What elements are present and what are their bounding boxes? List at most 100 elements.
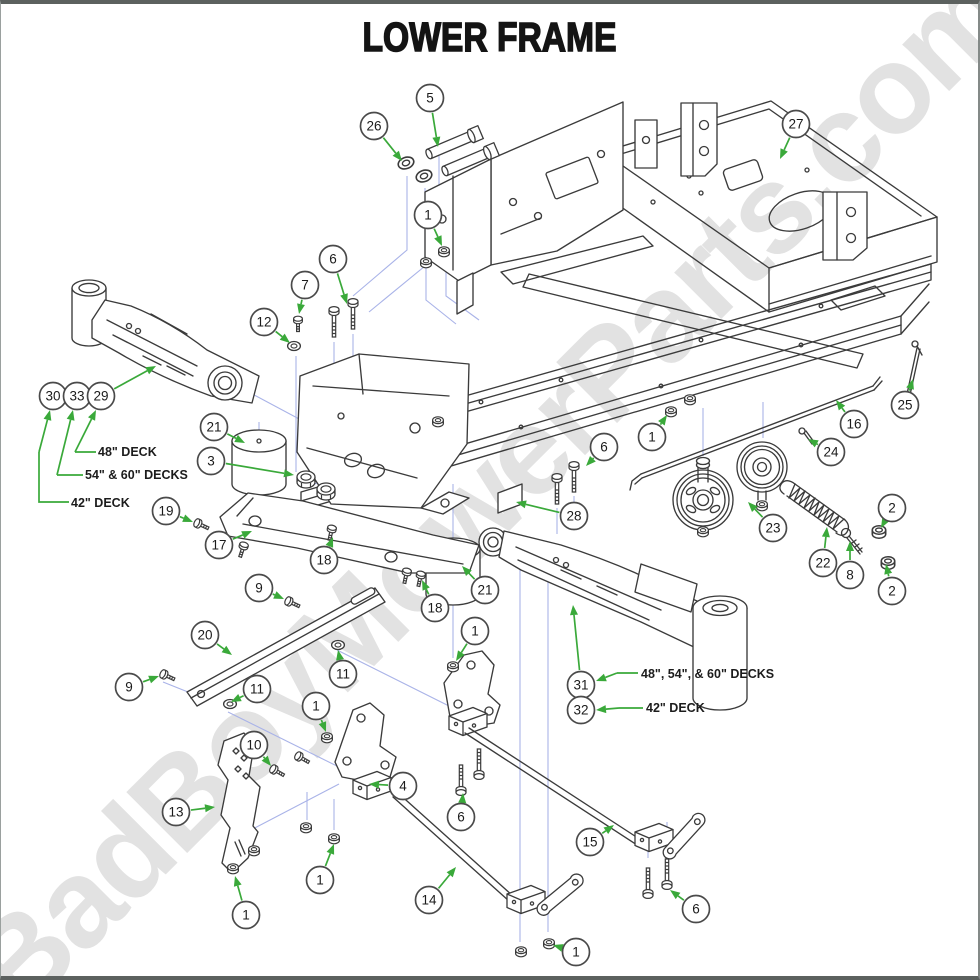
callout-32: 32 xyxy=(566,695,596,725)
callout-1: 1 xyxy=(460,616,490,646)
callout-number: 12 xyxy=(256,315,271,330)
callout-24: 24 xyxy=(816,437,846,467)
bolt-6 xyxy=(347,298,359,330)
deck-label-text: 42" DECK xyxy=(71,496,130,510)
callout-number: 6 xyxy=(600,440,608,455)
callout-number: 6 xyxy=(457,810,465,825)
callout-number: 8 xyxy=(846,568,854,583)
bolt-6 xyxy=(551,473,563,505)
callout-number: 23 xyxy=(765,521,780,536)
callout-number: 3 xyxy=(207,454,215,469)
callout-1: 1 xyxy=(231,900,261,930)
bolt-6 xyxy=(661,858,673,891)
callout-22: 22 xyxy=(808,548,838,578)
callout-20: 20 xyxy=(190,620,220,650)
callout-number: 9 xyxy=(255,581,263,596)
callout-balloon xyxy=(470,575,500,605)
callout-balloon xyxy=(835,560,865,590)
callout-balloon xyxy=(877,493,907,523)
callout-11: 11 xyxy=(328,659,358,689)
callout-balloon xyxy=(305,865,335,895)
callout-balloon xyxy=(239,730,269,760)
deck-label: 42" DECK xyxy=(38,410,130,510)
callout-number: 21 xyxy=(206,420,221,435)
callout-1: 1 xyxy=(301,691,331,721)
callout-1: 1 xyxy=(413,200,443,230)
callout-balloon xyxy=(290,270,320,300)
screw-18 xyxy=(235,540,250,559)
callout-number: 17 xyxy=(211,538,226,553)
callout-number: 32 xyxy=(573,703,588,718)
callout-number: 18 xyxy=(427,601,442,616)
callout-number: 14 xyxy=(421,893,437,908)
callout-balloon xyxy=(413,200,443,230)
callout-balloon xyxy=(460,616,490,646)
callout-balloon xyxy=(328,659,358,689)
bellcrank-4 xyxy=(334,702,397,801)
callout-18: 18 xyxy=(420,593,450,623)
callout-number: 24 xyxy=(823,445,839,460)
callout-6: 6 xyxy=(681,894,711,924)
page-title: LOWER FRAME xyxy=(362,13,617,61)
callout-balloon xyxy=(446,802,476,832)
callout-31: 31 xyxy=(566,670,596,700)
callout-1: 1 xyxy=(637,422,667,452)
leader-arrows xyxy=(113,112,914,952)
callout-number: 13 xyxy=(168,805,183,820)
callout-28: 28 xyxy=(559,501,589,531)
callout-number: 22 xyxy=(815,556,830,571)
deck-label: 54" & 60" DECKS xyxy=(56,410,188,482)
deck-label-text: 48" DECK xyxy=(98,445,157,459)
callout-number: 28 xyxy=(566,509,581,524)
callout-21: 21 xyxy=(199,412,229,442)
mount-plate-28 xyxy=(497,483,523,514)
deck-label: 48", 54", & 60" DECKS xyxy=(596,667,774,682)
jam-nuts-2 xyxy=(871,525,896,570)
idler-spring-22 xyxy=(779,480,850,536)
screw-19 xyxy=(192,517,211,533)
callout-8: 8 xyxy=(835,560,865,590)
callout-number: 1 xyxy=(471,624,479,639)
bolt-6 xyxy=(568,461,580,493)
callout-balloon xyxy=(890,390,920,420)
nut-1 xyxy=(300,822,312,834)
callout-14: 14 xyxy=(414,885,444,915)
callout-balloon xyxy=(816,437,846,467)
callout-balloon xyxy=(161,797,191,827)
left-swing-arm xyxy=(71,279,260,404)
callout-balloon xyxy=(561,937,591,967)
flange-nuts-3 xyxy=(296,470,336,501)
callout-balloon xyxy=(758,513,788,543)
callout-balloon xyxy=(388,771,418,801)
callout-balloon xyxy=(839,409,869,439)
callout-6: 6 xyxy=(589,432,619,462)
callout-number: 1 xyxy=(242,908,250,923)
bolt-10 xyxy=(292,750,312,767)
callout-30: 30 xyxy=(38,381,68,411)
callout-balloon xyxy=(681,894,711,924)
callout-number: 2 xyxy=(888,584,896,599)
callout-number: 19 xyxy=(158,504,173,519)
callout-balloon xyxy=(242,674,272,704)
nut-1 xyxy=(542,938,556,950)
callout-balloon xyxy=(420,593,450,623)
bolt-6 xyxy=(455,764,467,797)
callout-balloon xyxy=(781,109,811,139)
exploded-parts-drawing: 5262716712303329213191718920111191101341… xyxy=(38,83,938,967)
nut-1 xyxy=(438,246,450,258)
callout-26: 26 xyxy=(359,111,389,141)
tie-rod-14 xyxy=(392,791,591,918)
callout-number: 1 xyxy=(648,430,656,445)
callout-11: 11 xyxy=(242,674,272,704)
callout-number: 4 xyxy=(399,779,407,794)
nut-1 xyxy=(514,946,528,958)
callout-balloon xyxy=(196,446,226,476)
callout-12: 12 xyxy=(249,307,279,337)
callout-10: 10 xyxy=(239,730,269,760)
callout-19: 19 xyxy=(151,496,181,526)
callout-6: 6 xyxy=(446,802,476,832)
callout-number: 18 xyxy=(316,553,331,568)
callout-balloon xyxy=(808,548,838,578)
callout-number: 33 xyxy=(69,389,84,404)
callout-number: 7 xyxy=(301,278,309,293)
